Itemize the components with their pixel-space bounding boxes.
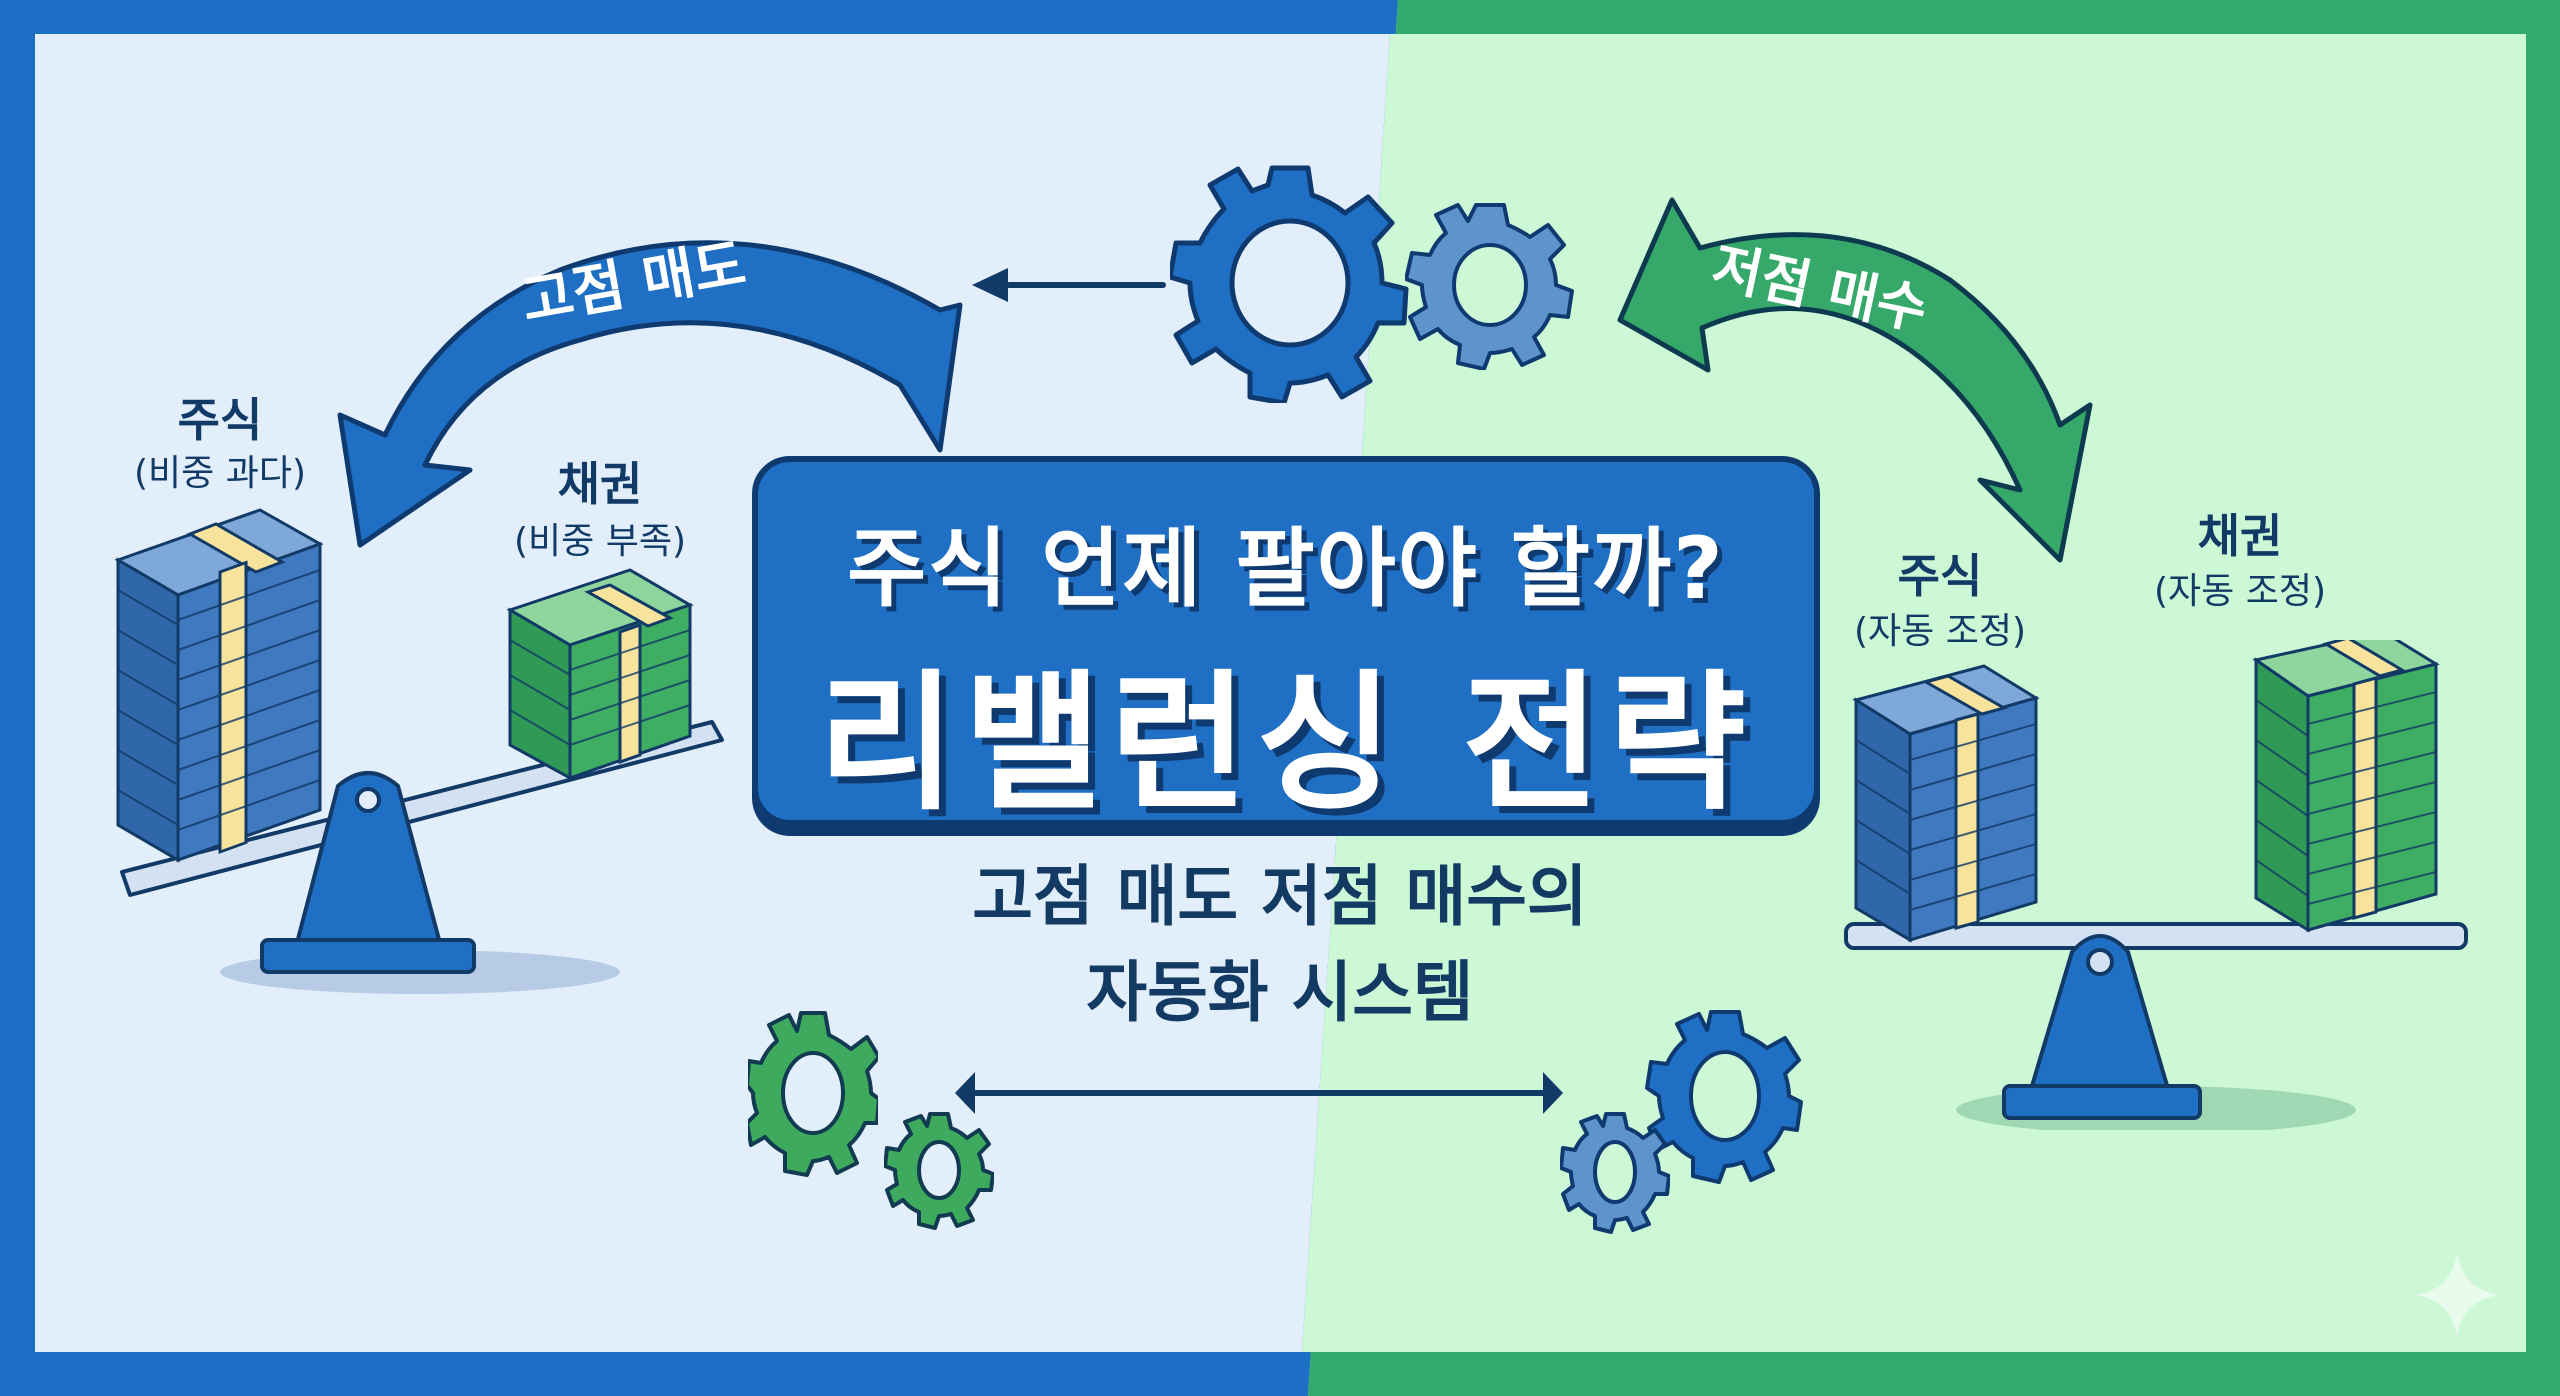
right-stock-name: 주식 (1897, 549, 1983, 603)
balanced-seesaw-illustration (1844, 640, 2468, 1130)
left-bond-name: 채권 (557, 457, 643, 511)
right-stock-status: (자동 조정) (1853, 611, 2026, 652)
double-arrow-icon (955, 1072, 1563, 1114)
title-main: 리밸런싱 전략 (817, 657, 1755, 831)
left-stock-name: 주식 (177, 393, 263, 447)
title-banner: 주식 언제 팔아야 할까? 리밸런싱 전략 (752, 456, 1820, 831)
left-stock-status: (비중 과다) (133, 453, 306, 494)
title-question: 주식 언제 팔아야 할까? (847, 519, 1725, 619)
blue-gear-icon (1645, 1010, 1803, 1184)
sell-high-arrow-icon (337, 240, 963, 548)
green-gear-icon (748, 1011, 878, 1177)
left-bond-status: (비중 부족) (513, 521, 686, 562)
unbalanced-seesaw-illustration (114, 508, 724, 994)
right-bond-status: (자동 조정) (2153, 571, 2326, 612)
green-gear-small-icon (884, 1112, 994, 1230)
gear-icon (1170, 165, 1409, 403)
sparkle-icon (2414, 1252, 2500, 1338)
gear-small-icon (1405, 203, 1574, 370)
blue-gear-small-icon (1560, 1112, 1670, 1234)
subtitle-line2: 자동화 시스템 (1086, 954, 1474, 1031)
buy-low-arrow-icon (1617, 197, 2093, 563)
subtitle-line1: 고점 매도 저점 매수의 (972, 858, 1588, 935)
arrow-left-icon (972, 268, 1166, 302)
right-bond-name: 채권 (2197, 509, 2283, 563)
